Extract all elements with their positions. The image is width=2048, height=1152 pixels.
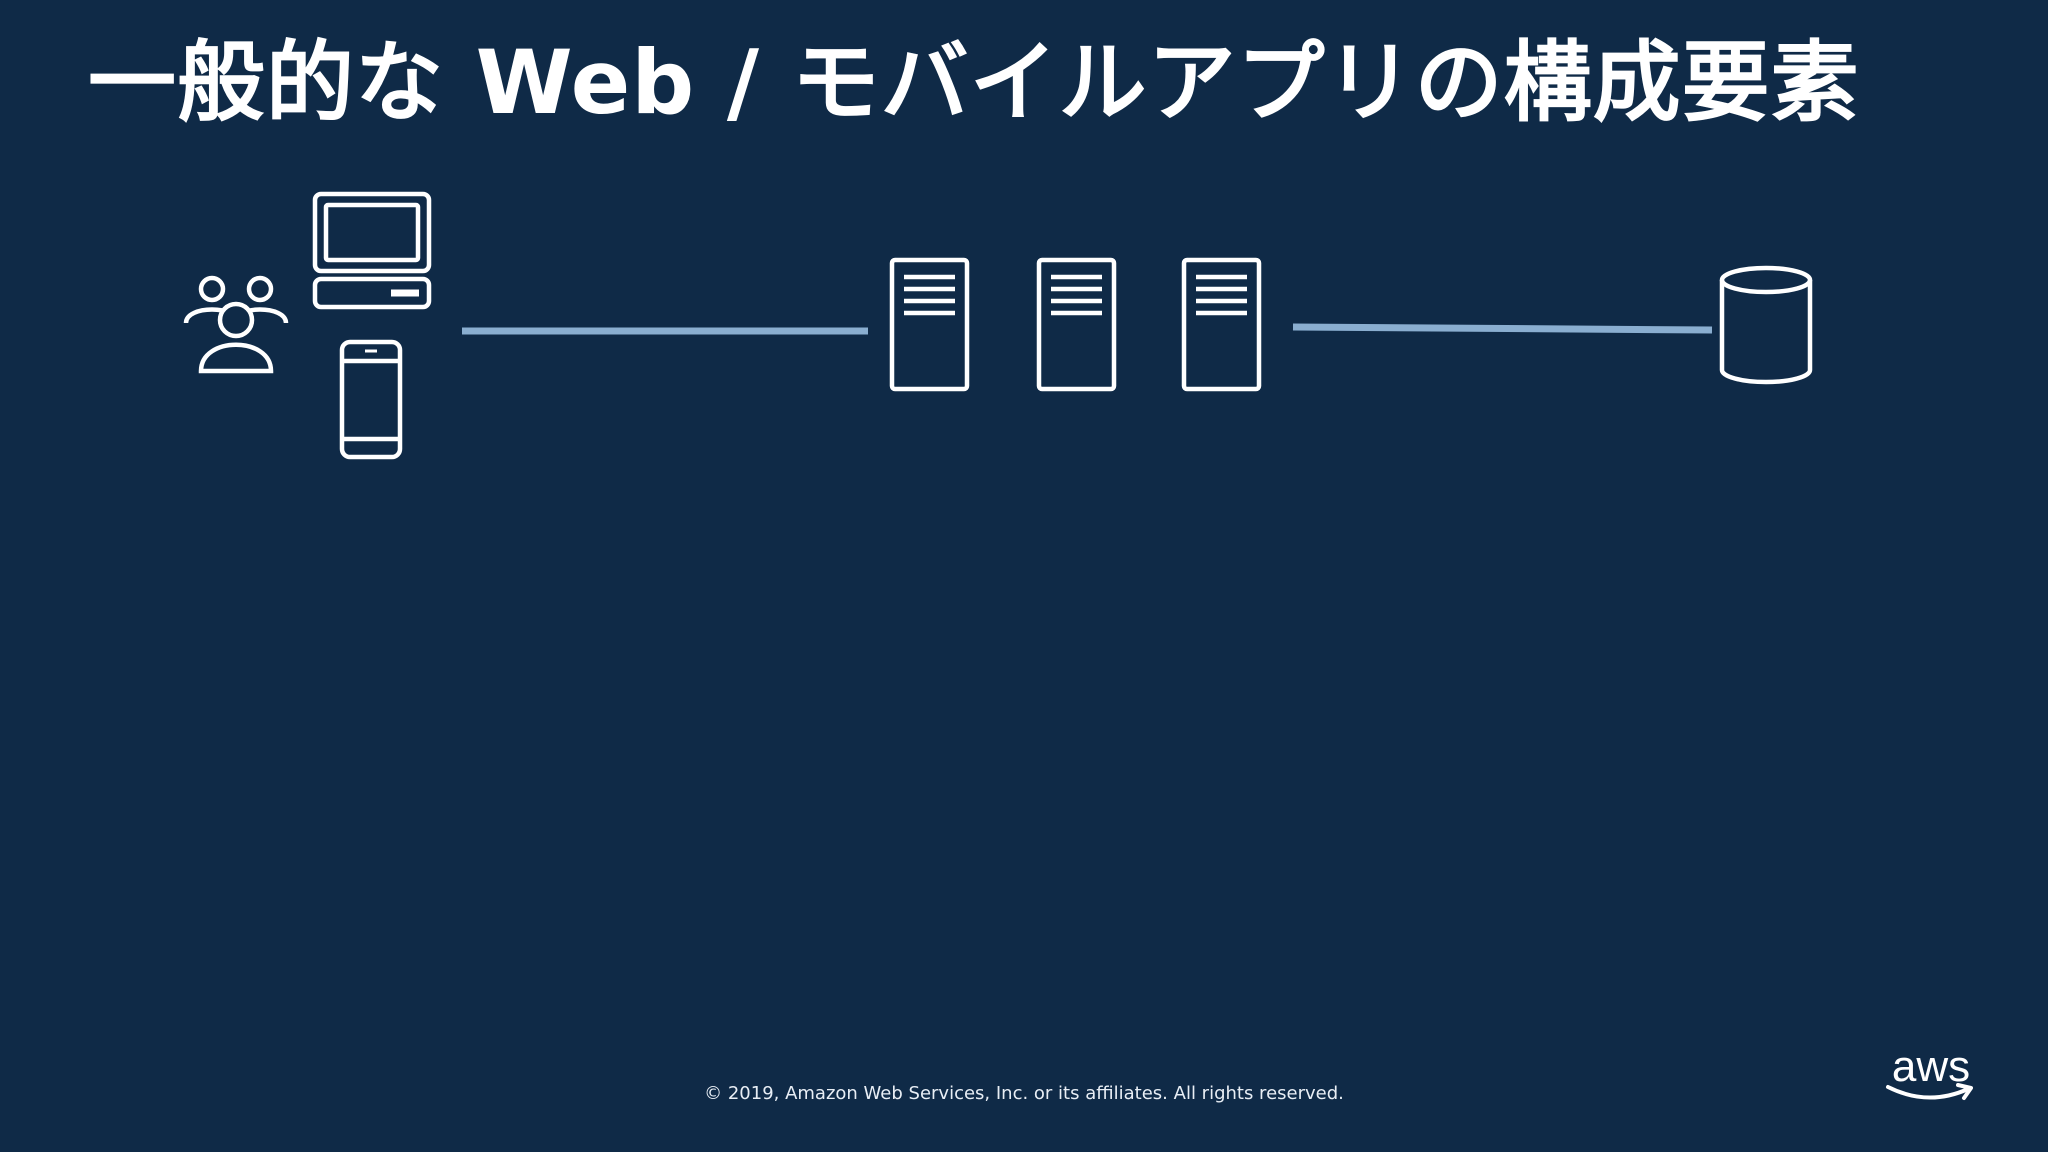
- aws-logo-text: aws: [1891, 1042, 1971, 1091]
- desktop-computer-icon: [312, 191, 432, 310]
- slide-title: 一般的な Web / モバイルアプリの構成要素: [88, 31, 1860, 134]
- server-icon: [889, 257, 970, 392]
- server-icon: [1181, 257, 1262, 392]
- aws-logo: aws: [1884, 1045, 1978, 1107]
- connector-line-servers-to-database: [1292, 323, 1713, 334]
- users-icon: [183, 275, 289, 374]
- mobile-phone-icon: [339, 339, 403, 460]
- database-icon: [1719, 265, 1813, 385]
- aws-smile-arrow-icon: [1886, 1083, 1973, 1100]
- server-icon: [1036, 257, 1117, 392]
- footer-copyright: © 2019, Amazon Web Services, Inc. or its…: [704, 1083, 1344, 1104]
